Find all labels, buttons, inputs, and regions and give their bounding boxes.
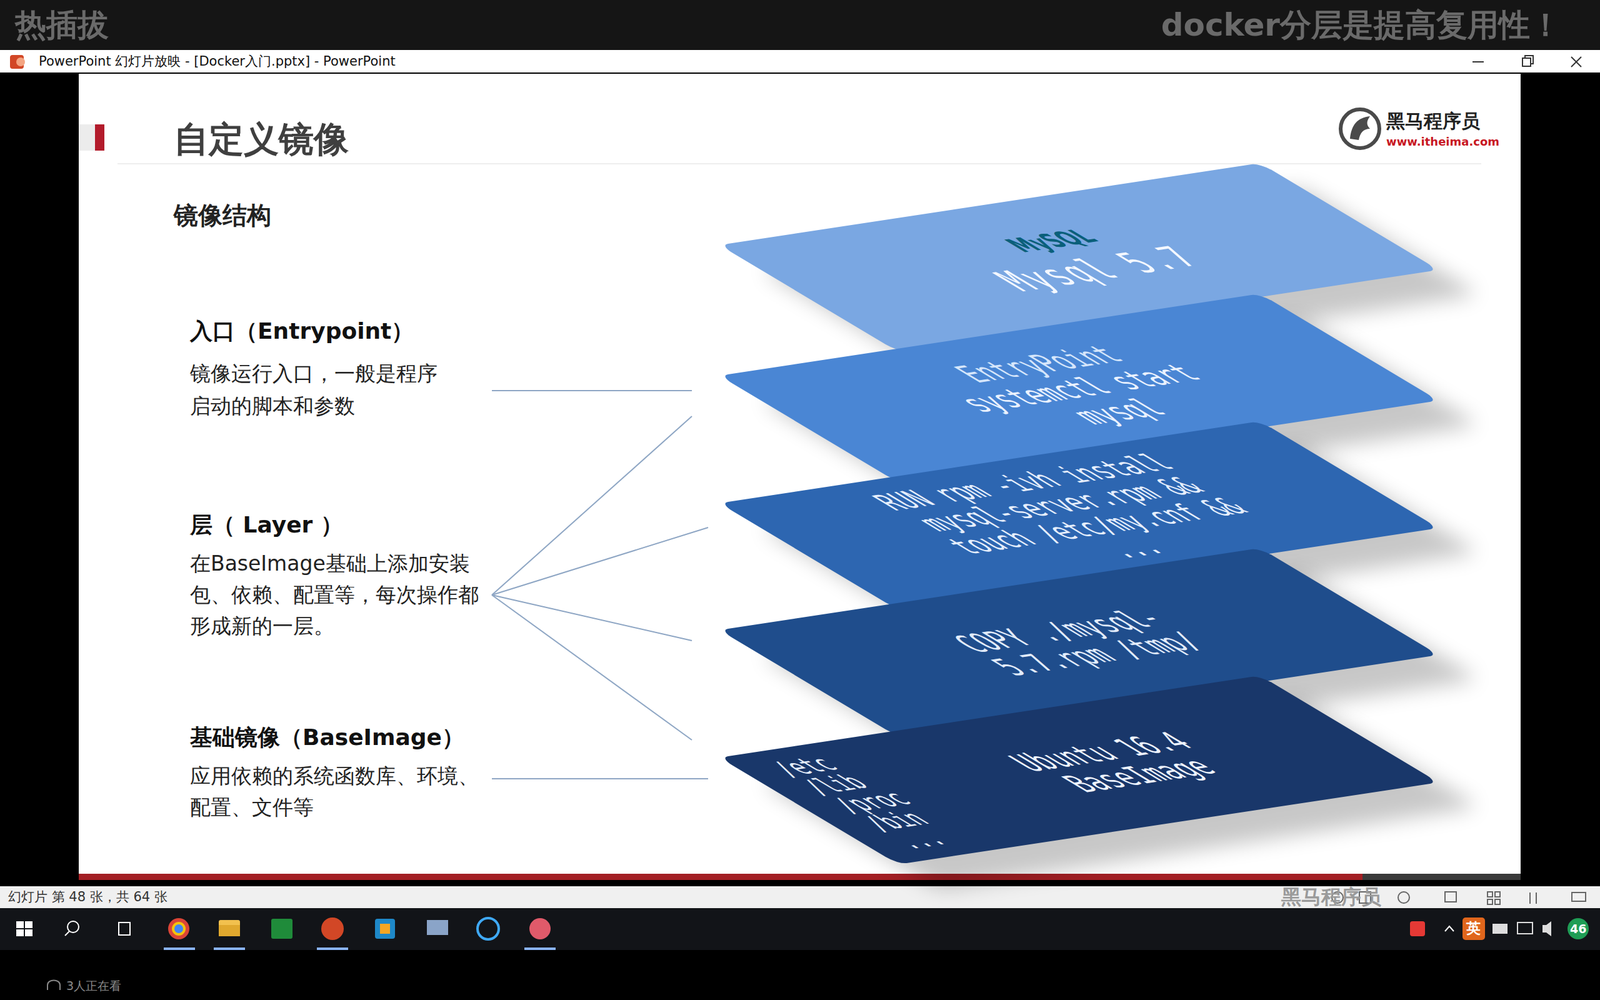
- taskbar-icons: [375, 918, 395, 939]
- part-description: 在BaseImage基础上添加安装包、依赖、配置等，每次操作都形成新的一层。: [190, 548, 484, 642]
- status-icons: [1487, 891, 1493, 897]
- window-controls: [1525, 55, 1534, 64]
- status-icons: [1495, 891, 1500, 897]
- window-title: PowerPoint 幻灯片放映 - [Docker入门.pptx] - Pow…: [38, 53, 396, 70]
- window-controls: [1571, 56, 1582, 67]
- taskbar-icons: [1567, 918, 1589, 940]
- taskbar-icons: [1517, 922, 1533, 934]
- top-banner: [0, 0, 1600, 50]
- taskbar-icons: [218, 920, 240, 937]
- slide-footer-bar: [1362, 873, 1521, 880]
- taskbar-icons: [529, 918, 551, 940]
- taskbar-icons: [163, 947, 195, 950]
- taskbar-icons: [1410, 921, 1425, 937]
- status-icons: [1529, 892, 1531, 904]
- title-mark: [78, 124, 95, 151]
- listener-icon: [47, 980, 60, 991]
- taskbar-icons: [321, 917, 344, 940]
- taskbar-icons: [16, 921, 24, 929]
- taskbar-icons: [171, 921, 186, 936]
- part-heading: 入口（Entrypoint）: [190, 317, 414, 345]
- logo-icon: [1350, 116, 1370, 140]
- taskbar-icons: [118, 922, 130, 935]
- status-icons: [1495, 899, 1500, 905]
- taskbar-icons: [218, 925, 240, 937]
- logo-text: 黑马程序员: [1386, 110, 1480, 133]
- window-controls: [1571, 56, 1582, 67]
- title-mark: [95, 124, 105, 151]
- taskbar-icons: [426, 920, 449, 935]
- layer-text: COPY ./mysql-5.7.rpm /tmp/: [921, 601, 1236, 684]
- video-banner-text: 热插拔: [15, 6, 109, 44]
- part-heading: 层（ Layer ）: [190, 511, 344, 539]
- slide-title: 自定义镜像: [173, 116, 349, 164]
- leader-lines: [491, 390, 709, 779]
- taskbar-icons: [174, 924, 184, 934]
- leader-lines: [491, 595, 692, 641]
- taskbar-icons: [271, 918, 293, 939]
- taskbar-icons: [524, 947, 556, 950]
- leader-lines: [491, 390, 692, 392]
- ppt-icon: [16, 57, 25, 67]
- leader-lines: [491, 778, 709, 780]
- ppt-icon: [10, 55, 25, 69]
- status-text: 幻灯片 第 48 张，共 64 张: [8, 889, 168, 905]
- window-controls: [1472, 55, 1582, 67]
- logo-icon: [1340, 109, 1380, 149]
- taskbar-icons: [67, 921, 79, 933]
- status-icons: [1535, 892, 1537, 904]
- taskbar-icons: [316, 947, 349, 950]
- status-icons: [1445, 891, 1457, 902]
- slide-footer-bar: [78, 873, 1363, 880]
- section-heading: 镜像结构: [173, 201, 272, 231]
- logo-text: MySQL: [998, 226, 1105, 257]
- status-icons: [1398, 891, 1410, 904]
- logo-icon: [1340, 109, 1380, 149]
- part-description: 应用依赖的系统函数库、环境、配置、文件等: [190, 760, 484, 824]
- window-titlebar: [0, 50, 1600, 73]
- taskbar-icons: [168, 918, 190, 940]
- image-layer: /etc /lib /proc /bin ...Ubuntu 16.4 Base…: [719, 675, 1439, 865]
- part-heading: 基础镜像（BaseImage）: [190, 723, 465, 751]
- layer-text: /etc /lib /proc /bin ...: [763, 749, 992, 852]
- taskbar-icons: [16, 917, 1589, 950]
- status-icons: [1571, 892, 1586, 902]
- part-description: 镜像运行入口，一般是程序启动的脚本和参数: [190, 357, 447, 423]
- listener-icon: [47, 980, 60, 991]
- leader-lines: [491, 595, 692, 740]
- title-rule: [117, 163, 1482, 165]
- taskbar-icons: [25, 921, 33, 929]
- viewer-count: 3人正在看: [66, 978, 122, 994]
- status-icons: [1487, 899, 1493, 905]
- taskbar-icons: [477, 918, 499, 940]
- taskbar-icons: [213, 947, 245, 950]
- taskbar-icons: [65, 931, 70, 936]
- taskbar-icons: [16, 921, 33, 937]
- taskbar-icons: [1445, 926, 1454, 932]
- video-banner-text: docker分层是提高复用性！: [1161, 6, 1562, 44]
- taskbar: [0, 908, 1600, 950]
- layer-text: Ubuntu 16.4 BaseImage: [993, 726, 1249, 800]
- slide: [78, 73, 1521, 878]
- leader-lines: [491, 527, 709, 595]
- window-controls: [1472, 61, 1484, 63]
- taskbar-icons: [25, 929, 33, 937]
- taskbar-icons: [1542, 921, 1552, 937]
- badge-number: 46: [1570, 921, 1587, 937]
- taskbar-icons: [16, 929, 24, 937]
- window-controls: [1522, 58, 1531, 67]
- logo-url: www.itheima.com: [1386, 135, 1500, 149]
- taskbar-icons: [1462, 917, 1485, 940]
- watermark: 黑马程序员: [1281, 885, 1382, 909]
- ime-indicator: 英: [1466, 920, 1481, 938]
- taskbar-icons: [380, 923, 390, 934]
- taskbar-icons: [1492, 923, 1508, 934]
- leader-lines: [491, 416, 692, 595]
